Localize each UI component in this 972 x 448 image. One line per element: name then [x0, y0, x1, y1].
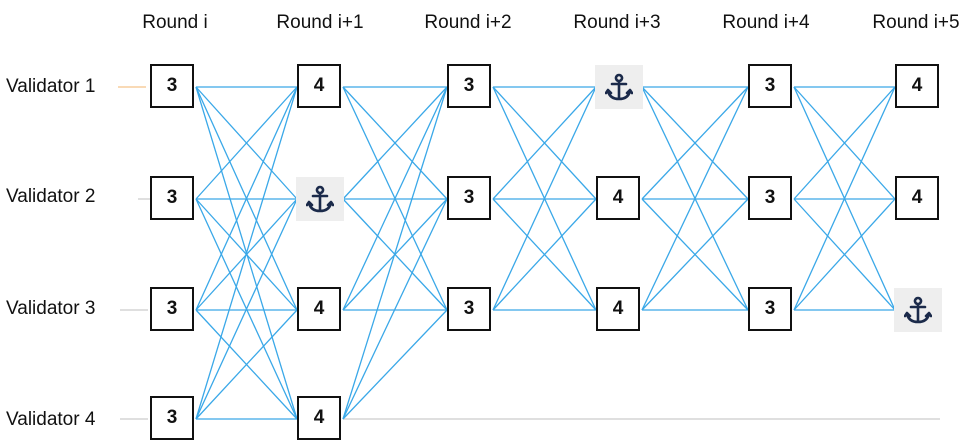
anchor-vertex [595, 65, 643, 109]
edge-r1v3-r2v1 [342, 86, 448, 311]
anchor-icon [605, 73, 633, 101]
round-label-4: Round i+4 [722, 12, 810, 33]
vertex-round-1-validator-3: 4 [297, 287, 341, 331]
edge-r3v3-r4v1 [641, 86, 749, 311]
vertex-round-5-validator-2: 4 [895, 176, 939, 220]
vertex-round-0-validator-4: 3 [150, 396, 194, 440]
vertex-round-4-validator-3: 3 [748, 287, 792, 331]
vertex-round-2-validator-1: 3 [447, 64, 491, 108]
edge-r2v3-r3v2 [492, 198, 597, 311]
edge-r0v4-r1v2 [195, 198, 298, 420]
anchor-vertex [894, 288, 942, 332]
vertex-round-1-validator-1: 4 [297, 64, 341, 108]
edge-r2v3-r3v1 [492, 86, 597, 311]
vertex-round-5-validator-1: 4 [895, 64, 939, 108]
vertex-round-0-validator-2: 3 [150, 176, 194, 220]
edge-r2v2-r3v1 [492, 86, 597, 200]
anchor-vertex [296, 177, 344, 221]
round-label-5: Round i+5 [872, 12, 960, 33]
validator-label-3: Validator 3 [6, 298, 96, 319]
anchor-icon [904, 296, 932, 324]
vertex-round-0-validator-1: 3 [150, 64, 194, 108]
edge-r3v3-r4v2 [641, 198, 749, 311]
vertex-round-2-validator-2: 3 [447, 176, 491, 220]
round-label-2: Round i+2 [424, 12, 512, 33]
round-label-3: Round i+3 [573, 12, 661, 33]
edge-r1v4-r2v3 [342, 309, 448, 420]
edge-r1v4-r2v2 [342, 198, 448, 420]
vertex-round-3-validator-2: 4 [596, 176, 640, 220]
edge-r3v2-r4v1 [641, 86, 749, 200]
round-label-0: Round i [142, 12, 208, 33]
edge-r1v2-r2v1 [342, 86, 448, 200]
vertex-round-1-validator-4: 4 [297, 396, 341, 440]
edge-r0v2-r1v1 [195, 86, 298, 200]
vertex-round-2-validator-3: 3 [447, 287, 491, 331]
vertex-round-4-validator-2: 3 [748, 176, 792, 220]
edge-r0v4-r1v1 [195, 86, 298, 420]
edge-r4v3-r5v2 [793, 198, 896, 311]
edge-r0v4-r1v3 [195, 309, 298, 420]
vertex-round-4-validator-1: 3 [748, 64, 792, 108]
vertex-round-3-validator-3: 4 [596, 287, 640, 331]
vertex-round-0-validator-3: 3 [150, 287, 194, 331]
validator-label-1: Validator 1 [6, 76, 96, 97]
edge-r4v2-r5v1 [793, 86, 896, 200]
edge-r0v3-r1v1 [195, 86, 298, 311]
round-label-1: Round i+1 [276, 12, 364, 33]
edge-r1v4-r2v1 [342, 86, 448, 420]
validator-label-4: Validator 4 [6, 409, 96, 430]
anchor-icon [306, 185, 334, 213]
edge-r4v3-r5v1 [793, 86, 896, 311]
validator-label-2: Validator 2 [6, 186, 96, 207]
